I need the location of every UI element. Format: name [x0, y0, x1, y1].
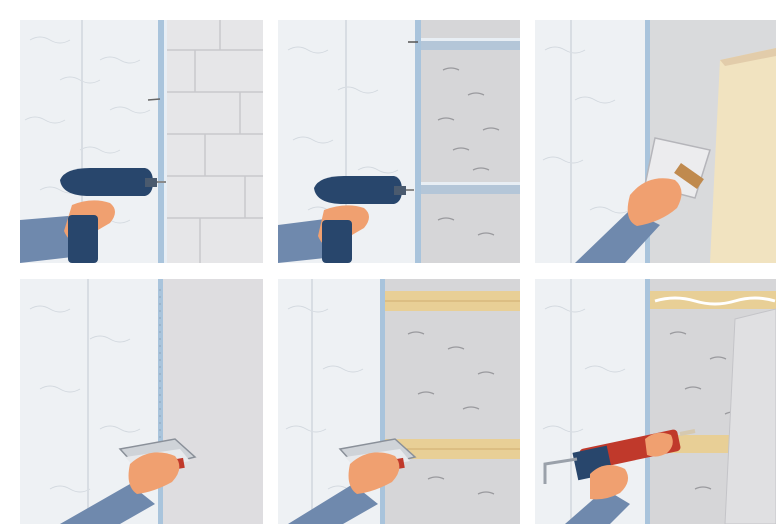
step-panel-apply-adhesive — [535, 20, 776, 263]
drill-metal-rail-illustration — [278, 20, 520, 263]
step-panel-drill-metal-rail — [278, 20, 520, 263]
step-panel-caulk-gun — [535, 279, 776, 524]
staple-battens-illustration — [278, 279, 520, 524]
staple-edge-illustration — [20, 279, 263, 524]
apply-adhesive-illustration — [535, 20, 776, 263]
caulk-gun-illustration — [535, 279, 776, 524]
step-panel-staple-battens — [278, 279, 520, 524]
step-panel-staple-edge — [20, 279, 263, 524]
step-panel-drill-block-wall — [20, 20, 263, 263]
drill-block-wall-illustration — [20, 20, 263, 263]
